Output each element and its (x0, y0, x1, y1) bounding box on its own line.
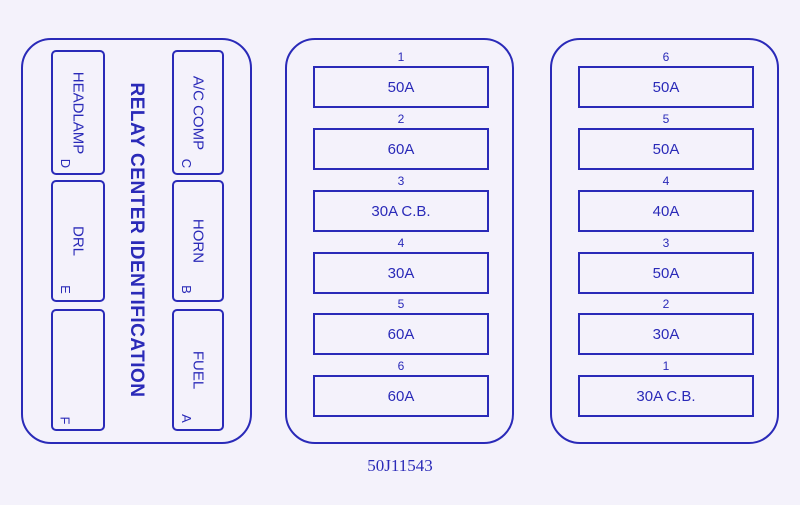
relay-center-title: RELAY CENTER IDENTIFICATION (126, 82, 147, 398)
fuse-slot: 40A (578, 190, 754, 232)
relay-label: DRL (69, 225, 87, 257)
relay-letter: C (179, 158, 195, 169)
relay-letter: D (58, 158, 74, 169)
relay-letter: A (178, 414, 194, 423)
fuse-number: 5 (397, 297, 405, 311)
fuse-slot: 30A (313, 252, 489, 294)
relay-letter: E (57, 285, 73, 294)
relay-label: FUEL (189, 350, 207, 390)
fuse-number: 3 (397, 174, 405, 188)
fuse-panel-right: 6 50A 5 50A 4 40A 3 50A 2 30A 1 30A C.B. (550, 38, 779, 444)
relay-fuel: FUEL A (172, 309, 224, 431)
relay-label: HORN (189, 218, 207, 264)
fuse-number: 6 (662, 50, 670, 64)
relay-letter: B (178, 285, 194, 294)
relay-ac-comp: A/C COMP C (172, 50, 224, 175)
fuse-slot: 60A (313, 375, 489, 417)
fuse-slot: 30A C.B. (313, 190, 489, 232)
fuse-slot: 50A (313, 66, 489, 108)
fuse-slot: 30A (578, 313, 754, 355)
fuse-number: 5 (662, 112, 670, 126)
fuse-number: 4 (662, 174, 670, 188)
fuse-number: 6 (397, 359, 405, 373)
relay-horn: HORN B (172, 180, 224, 302)
relay-f: F (51, 309, 105, 431)
relay-letter: F (57, 416, 73, 425)
fuse-number: 2 (662, 297, 670, 311)
fuse-number: 2 (397, 112, 405, 126)
relay-label: A/C COMP (189, 75, 207, 150)
fuse-slot: 50A (578, 66, 754, 108)
fuse-slot: 30A C.B. (578, 375, 754, 417)
fuse-slot: 50A (578, 128, 754, 170)
fuse-number: 4 (397, 236, 405, 250)
relay-center-panel: HEADLAMP D DRL E F A/C COMP C HORN B FUE… (21, 38, 252, 444)
fuse-number: 3 (662, 236, 670, 250)
relay-headlamp: HEADLAMP D (51, 50, 105, 175)
fuse-slot: 60A (313, 313, 489, 355)
relay-label: HEADLAMP (69, 71, 87, 154)
fuse-slot: 50A (578, 252, 754, 294)
fuse-slot: 60A (313, 128, 489, 170)
fuse-panel-middle: 1 50A 2 60A 3 30A C.B. 4 30A 5 60A 6 60A (285, 38, 514, 444)
fuse-number: 1 (662, 359, 670, 373)
part-number: 50J11543 (367, 456, 433, 475)
fuse-number: 1 (397, 50, 405, 64)
relay-drl: DRL E (51, 180, 105, 302)
